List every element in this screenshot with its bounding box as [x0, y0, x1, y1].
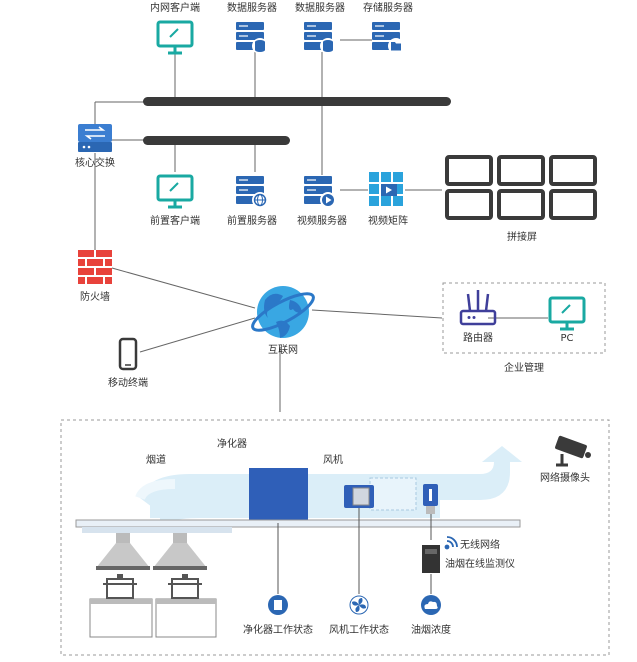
stove-icon [89, 574, 153, 638]
storage-server-label: 存储服务器 [363, 3, 413, 14]
fan-status-label: 风机工作状态 [329, 625, 389, 636]
hood-bar [82, 527, 232, 533]
firewall-label: 防火墙 [80, 292, 110, 303]
front-server-label: 前置服务器 [227, 216, 277, 227]
range-hood-icon [96, 533, 150, 570]
middle-bus-bar [143, 136, 290, 145]
pc-label: PC [560, 333, 574, 344]
purifier-status-label: 净化器工作状态 [243, 625, 313, 636]
top-bus-bar [143, 97, 451, 106]
router-icon [459, 290, 497, 326]
enterprise-box [442, 282, 606, 354]
connection-lines [94, 39, 548, 412]
core-switch-label: 核心交换 [75, 158, 115, 169]
front-server-icon [236, 176, 268, 208]
network-camera-icon [555, 435, 591, 467]
front-client-icon [156, 174, 194, 209]
video-server-icon [304, 176, 336, 208]
purifier-unit [249, 468, 308, 523]
smoke-density-icon [421, 595, 441, 615]
purifier-status-icon [268, 595, 288, 615]
core-switch-icon [78, 124, 112, 152]
intranet-client-icon [156, 20, 194, 55]
enterprise-management-label: 企业管理 [504, 363, 544, 374]
pc-icon [548, 296, 586, 331]
sensor-unit [423, 484, 438, 514]
data-server-label: 数据服务器 [295, 3, 345, 14]
stove-icon [155, 574, 217, 638]
mobile-terminal-label: 移动终端 [108, 378, 148, 389]
network-camera-label: 网络摄像头 [540, 473, 590, 484]
site-box [60, 419, 610, 656]
router-label: 路由器 [463, 333, 493, 344]
status-lines [277, 508, 432, 594]
video-matrix-label: 视频矩阵 [368, 216, 408, 227]
splice-screen-icon [445, 155, 597, 220]
splice-screen-label: 拼接屏 [507, 232, 537, 243]
smoke-monitor-label: 油烟在线监测仪 [445, 559, 515, 570]
fan-status-icon [349, 595, 369, 615]
range-hood-icon [153, 533, 207, 570]
internet-globe-icon [251, 286, 315, 338]
fan-label: 风机 [323, 455, 343, 466]
purifier-label: 净化器 [217, 439, 247, 450]
data-server-icon [304, 22, 336, 54]
fan-unit [344, 485, 374, 508]
video-matrix-icon [369, 172, 403, 206]
flue-label: 烟道 [146, 455, 166, 466]
data-server-icon [236, 22, 268, 54]
smoke-monitor-device-icon [422, 545, 440, 573]
front-client-label: 前置客户端 [150, 216, 200, 227]
ceiling-bar [75, 519, 521, 528]
data-server-label: 数据服务器 [227, 3, 277, 14]
smoke-density-label: 油烟浓度 [411, 625, 451, 636]
video-server-label: 视频服务器 [297, 216, 347, 227]
wireless-icon [444, 536, 458, 550]
wireless-network-label: 无线网络 [460, 540, 500, 551]
internet-label: 互联网 [268, 345, 298, 356]
intranet-client-label: 内网客户端 [150, 3, 200, 14]
firewall-icon [78, 250, 112, 284]
mobile-terminal-icon [118, 337, 138, 371]
storage-server-icon [372, 22, 404, 54]
